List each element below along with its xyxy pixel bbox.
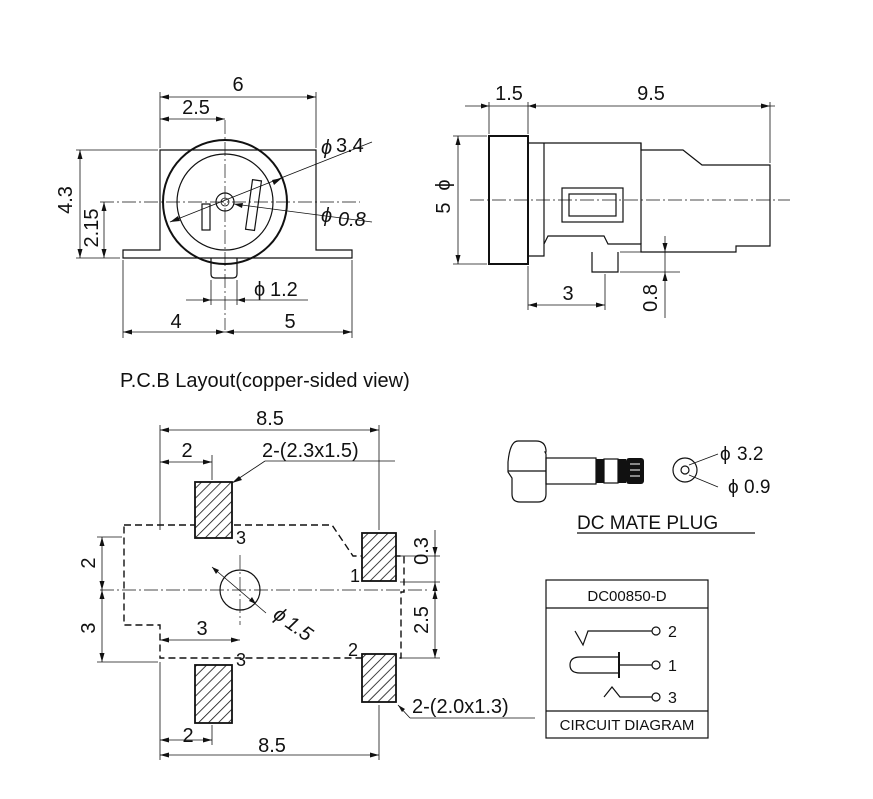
side-peg xyxy=(591,252,619,273)
side-peg-offset: 3 xyxy=(562,283,573,305)
side-view: 1.5 9.5 ϕ 5 3 0.8 xyxy=(433,83,790,318)
pcb-right-dim-upper: 0.3 xyxy=(411,537,433,565)
plug-end-outer xyxy=(672,457,698,483)
pcb-body-outline xyxy=(123,524,405,659)
circuit-frame xyxy=(545,579,709,739)
pcb-pin-right-lower: 2 xyxy=(348,640,358,660)
pcb-right-dim-lower: 2.5 xyxy=(411,606,433,634)
side-diameter: 5 xyxy=(433,202,455,213)
pcb-pad-1 xyxy=(361,532,397,582)
dc-mate-plug: ϕ 3.2 ϕ 0.9 DC MATE PLUG xyxy=(507,440,770,534)
plug-phi-outer-symbol: ϕ xyxy=(720,444,731,465)
plug-band-2 xyxy=(618,459,626,483)
pcb-hole-diameter: 1.5 xyxy=(281,612,317,646)
front-height-center: 2.15 xyxy=(81,209,103,248)
pcb-pad-3-bottom xyxy=(194,664,233,724)
side-body-outline xyxy=(528,142,771,257)
front-base-right: 5 xyxy=(284,311,295,333)
pcb-pin-right-upper: 1 xyxy=(350,566,360,586)
front-peg xyxy=(210,258,238,279)
plug-diameter-outer: 3.2 xyxy=(737,444,763,465)
side-front-flange: 1.5 xyxy=(495,83,523,105)
front-phi-3-4-symbol: ϕ xyxy=(321,137,332,159)
front-diameter-outer: 3.4 xyxy=(336,135,364,157)
circuit-caption: CIRCUIT DIAGRAM xyxy=(560,717,695,734)
pcb-pad-note-top: 2-(2.3x1.5) xyxy=(262,440,359,462)
pcb-pad-3-top xyxy=(194,481,233,539)
pcb-layout: 8.5 2 2-(2.3x1.5) 3 1 3 2 2 3 3 xyxy=(78,408,535,760)
front-height-total: 4.3 xyxy=(55,186,77,214)
front-base-left: 4 xyxy=(170,311,181,333)
pcb-pad-offset-bottom: 2 xyxy=(182,725,193,747)
pcb-width-top: 8.5 xyxy=(256,408,284,430)
front-contact-right xyxy=(244,179,263,232)
front-view: 6 2.5 4.3 2.15 ϕ 3.4 ϕ 0.8 ϕ xyxy=(55,74,373,338)
front-diameter-peg: 1.2 xyxy=(270,279,298,301)
front-phi-1-2-symbol: ϕ xyxy=(254,279,265,301)
plug-tip xyxy=(626,458,644,484)
pcb-pad-offset-top: 2 xyxy=(181,440,192,462)
plug-shank xyxy=(545,457,597,485)
side-window-outer xyxy=(561,187,624,223)
front-contact-left xyxy=(201,203,211,231)
pcb-pin-bottom-left: 3 xyxy=(236,650,246,670)
side-window-inner xyxy=(568,193,617,217)
front-width-offset: 2.5 xyxy=(182,97,210,119)
pcb-pad-2 xyxy=(361,653,397,703)
pcb-left-dim-upper: 2 xyxy=(78,557,100,568)
plug-phi-inner-symbol: ϕ xyxy=(728,477,739,498)
side-body-length: 9.5 xyxy=(637,83,665,105)
plug-title: DC MATE PLUG xyxy=(577,513,718,534)
circuit-part-number: DC00850-D xyxy=(587,588,666,605)
circuit-pin-2: 2 xyxy=(668,624,677,641)
front-body-outline xyxy=(122,149,353,259)
circuit-pin-1: 1 xyxy=(668,658,677,675)
pcb-hole-offset: 3 xyxy=(196,618,207,640)
plug-end-inner xyxy=(680,465,690,475)
pcb-pin-top-left: 3 xyxy=(236,528,246,548)
pcb-pad-note-bottom: 2-(2.0x1.3) xyxy=(412,696,509,718)
circuit-diagram: DC00850-D 2 1 3 CIRCUIT DIAGRAM xyxy=(545,579,709,739)
pcb-left-dim-lower: 3 xyxy=(78,622,100,633)
front-width-total: 6 xyxy=(232,74,243,96)
plug-band-1 xyxy=(596,459,604,483)
pcb-width-bottom: 8.5 xyxy=(258,735,286,757)
plug-diameter-inner: 0.9 xyxy=(744,477,770,498)
side-phi-symbol: ϕ xyxy=(433,179,455,190)
side-peg-height: 0.8 xyxy=(640,284,662,312)
front-outer-ring xyxy=(162,139,288,265)
front-diameter-pin: 0.8 xyxy=(338,209,366,231)
front-phi-0-8-symbol: ϕ xyxy=(321,205,332,227)
circuit-pin-3: 3 xyxy=(668,690,677,707)
plug-head xyxy=(507,440,547,503)
pcb-title: P.C.B Layout(copper-sided view) xyxy=(120,370,410,392)
